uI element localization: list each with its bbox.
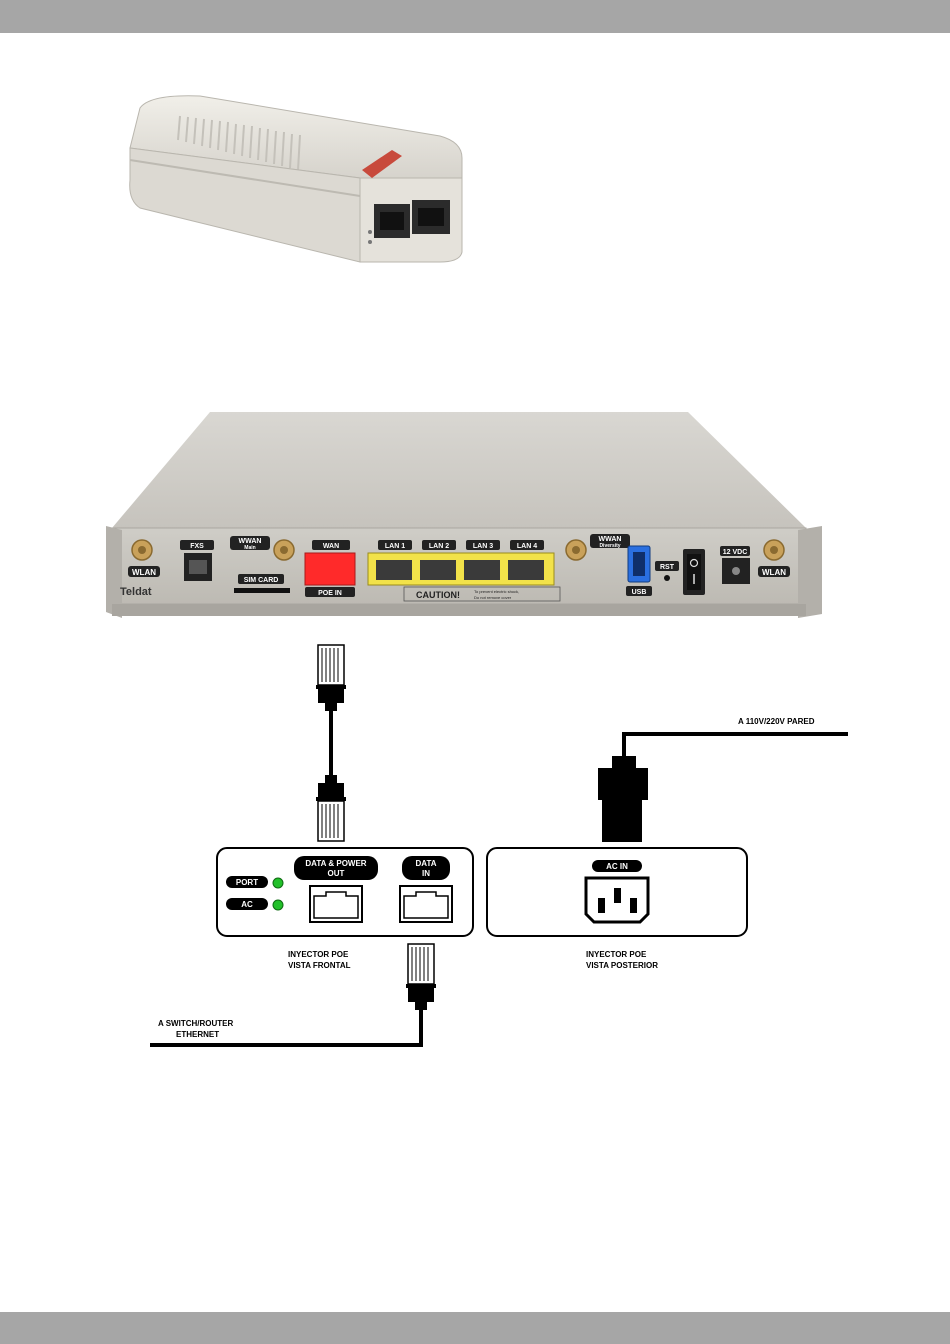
- ac-power-plug: [598, 734, 848, 842]
- rj45-jack-out: [310, 886, 362, 922]
- label-sim-card: SIM CARD: [244, 577, 279, 584]
- caption-rear-2: VISTA POSTERIOR: [586, 961, 658, 970]
- brand-logo-text: Teldat: [120, 586, 152, 598]
- label-fxs: FXS: [190, 543, 204, 550]
- label-port: PORT: [236, 878, 258, 887]
- label-rst: RST: [660, 564, 675, 571]
- label-wlan-right: WLAN: [762, 568, 786, 577]
- rj45-jack-in: [400, 886, 452, 922]
- label-switch-2: ETHERNET: [176, 1030, 219, 1039]
- label-lan4: LAN 4: [517, 543, 537, 550]
- label-12vdc: 12 VDC: [723, 549, 748, 556]
- caution-sub1: To prevent electric shock,: [474, 589, 519, 594]
- label-data-in-2: IN: [422, 869, 430, 878]
- label-wwan-main-sub: Main: [244, 545, 255, 551]
- wan-port: [305, 553, 355, 585]
- caption-rear-1: INYECTOR POE: [586, 950, 647, 959]
- label-lan1: LAN 1: [385, 543, 405, 550]
- label-wan: WAN: [323, 543, 339, 550]
- caption-front-2: VISTA FRONTAL: [288, 961, 351, 970]
- label-poe-in: POE IN: [318, 590, 342, 597]
- label-ac: AC: [241, 900, 253, 909]
- caption-front-1: INYECTOR POE: [288, 950, 349, 959]
- ac-led: [273, 900, 283, 910]
- rj45-plug-lower: [316, 775, 346, 841]
- label-wwan-div-sub: Diversity: [599, 543, 620, 549]
- label-lan2: LAN 2: [429, 543, 449, 550]
- label-switch-1: A SWITCH/ROUTER: [158, 1019, 233, 1028]
- rj45-plug-bottom: [406, 944, 436, 1010]
- router-photo: WLAN Teldat FXS WWAN Main SIM CARD WAN P…: [106, 412, 822, 618]
- label-usb: USB: [632, 589, 647, 596]
- caution-sub2: Do not remove cover: [474, 595, 512, 600]
- label-lan3: LAN 3: [473, 543, 493, 550]
- label-wlan-left: WLAN: [132, 568, 156, 577]
- label-data-in-1: DATA: [415, 859, 436, 868]
- label-data-power-out-1: DATA & POWER: [305, 859, 366, 868]
- port-led: [273, 878, 283, 888]
- iec-power-socket: [586, 878, 648, 922]
- poe-injector-photo: [130, 96, 462, 262]
- caution-text: CAUTION!: [416, 590, 460, 600]
- poe-connection-diagram: A 110V/220V PARED PORT AC DATA & POWER O…: [150, 645, 848, 1045]
- label-data-power-out-2: OUT: [328, 869, 345, 878]
- label-wwan-main: WWAN: [239, 538, 262, 545]
- rj45-plug-top: [316, 645, 346, 711]
- label-wall: A 110V/220V PARED: [738, 717, 815, 726]
- label-ac-in: AC IN: [606, 862, 628, 871]
- label-wwan-div: WWAN: [599, 536, 622, 543]
